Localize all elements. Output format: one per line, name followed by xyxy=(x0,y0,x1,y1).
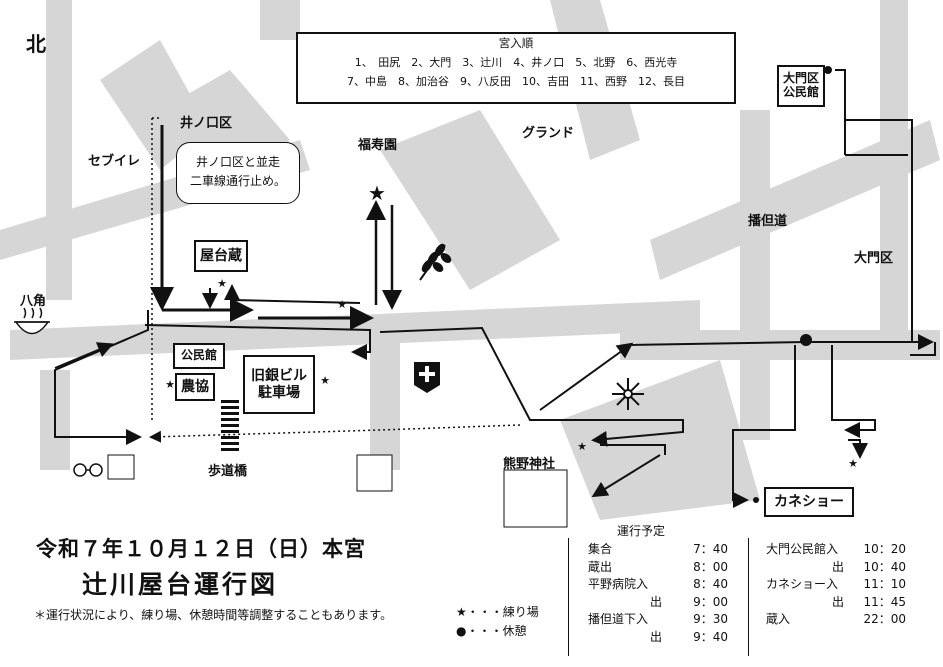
schedule-time: 8：40 xyxy=(693,577,728,591)
star-fukujuen: ★ xyxy=(368,181,386,205)
schedule-label: 播但道下入 xyxy=(588,612,649,626)
label-kumano: 熊野神社 xyxy=(503,457,556,472)
schedule-time: 22：00 xyxy=(863,612,906,626)
schedule-label: 平野病院入 xyxy=(588,577,649,591)
schedule-time: 9：30 xyxy=(693,612,728,626)
schedule-row: 集合 7：40 xyxy=(588,541,728,559)
rest-spots xyxy=(753,66,832,503)
lane-closure-callout: 井ノ口区と並走 二車線通行止め。 xyxy=(176,142,300,204)
route-lines xyxy=(54,69,936,508)
schedule-time: 7：40 xyxy=(693,542,728,556)
schedule-row: 播但道下入 9：30 xyxy=(588,611,728,629)
schedule-row: 蔵出 8：00 xyxy=(588,559,728,577)
schedule-label: 出 xyxy=(650,629,663,644)
label-hodokyo: 歩道橋 xyxy=(208,464,248,479)
schedule-label: 蔵入 xyxy=(766,612,791,626)
schedule-time: 10：20 xyxy=(863,542,906,556)
legend-dot-icon: ● xyxy=(456,624,467,638)
star-fukujuen-low: ★ xyxy=(337,298,347,311)
practice-spots: ★ ★ ★ ★ ★ ★ ★ xyxy=(165,181,858,470)
star-kumano: ★ xyxy=(577,440,587,453)
legend-dot-text: ・・・休憩 xyxy=(466,624,527,638)
map-title: 辻川屋台運行図 xyxy=(82,570,279,599)
legend-star-text: ・・・練り場 xyxy=(466,605,539,619)
star-ginko: ★ xyxy=(320,374,330,387)
hospital-icon xyxy=(414,362,440,393)
entry-order-box: 宮入順 1、 田尻 2、大門 3、辻川 4、井ノ口 5、北野 6、西光寺 7、中… xyxy=(296,32,736,104)
dot-kaneshow xyxy=(753,497,759,503)
footnote: ＊運行状況により、練り場、休憩時間等調整することもあります。 xyxy=(34,608,393,622)
label-fukujuen: 福寿園 xyxy=(358,138,398,153)
north-label: 北 xyxy=(26,32,46,56)
schedule-row: 出 9：00 xyxy=(588,594,728,612)
schedule-right: 大門公民館入 10：20 出 10：40 カネショー入 11：10 出 11：45 蔵入… xyxy=(766,541,906,629)
schedule-row: 大門公民館入 10：20 xyxy=(766,541,906,559)
label-daimon: 大門区 xyxy=(854,251,894,266)
schedule-row: 平野病院入 8：40 xyxy=(588,576,728,594)
legend-star: ★・・・練り場 xyxy=(456,603,539,620)
legend-star-icon: ★ xyxy=(456,605,467,619)
box-ginko: 旧銀ビル駐車場 xyxy=(243,355,315,414)
label-inokuchi: 井ノ口区 xyxy=(180,116,233,131)
schedule-title: 運行予定 xyxy=(617,524,666,538)
callout-line1: 井ノ口区と並走 xyxy=(195,155,280,169)
label-ground: グランド xyxy=(522,126,575,141)
temple-icon xyxy=(612,378,644,410)
schedule-label: 集合 xyxy=(588,542,613,556)
callout-line2: 二車線通行止め。 xyxy=(189,174,286,188)
pedestrian-bridge xyxy=(221,400,239,451)
wheat-icon xyxy=(419,243,452,281)
schedule-time: 8：00 xyxy=(693,559,728,574)
box-yataigura: 屋台蔵 xyxy=(194,240,248,272)
star-yataigura: ★ xyxy=(217,277,227,290)
box-nokyo: 農協 xyxy=(175,373,215,401)
schedule-row: 出 11：45 xyxy=(766,594,906,612)
entry-order-title: 宮入順 xyxy=(498,36,534,50)
entry-order-line1: 1、 田尻 2、大門 3、辻川 4、井ノ口 5、北野 6、西光寺 xyxy=(354,56,678,69)
star-nokyo: ★ xyxy=(165,378,175,391)
ramen-bowl-icon xyxy=(14,307,50,335)
label-seven: セブイレ xyxy=(88,154,141,169)
label-hakkaku: 八角 xyxy=(20,294,47,309)
schedule-label: 蔵出 xyxy=(588,559,613,574)
schedule-label: 出 xyxy=(832,559,845,574)
schedule-row: 出 9：40 xyxy=(588,629,728,647)
schedule-time: 9：40 xyxy=(693,629,728,644)
schedule-row: 出 10：40 xyxy=(766,559,906,577)
dot-bantan xyxy=(800,334,812,346)
event-date: 令和７年１０月１２日（日）本宮 xyxy=(36,537,366,561)
entry-order-line2: 7、中島 8、加治谷 9、八反田 10、吉田 11、西野 12、長目 xyxy=(347,75,685,88)
glasses-icon xyxy=(73,463,103,477)
schedule-label: 出 xyxy=(650,594,663,609)
legend-dot: ●・・・休憩 xyxy=(456,622,527,639)
schedule-time: 9：00 xyxy=(693,594,728,609)
dot-daimon-kominkan xyxy=(824,66,832,74)
schedule-time: 10：40 xyxy=(863,559,906,574)
schedule-label: カネショー入 xyxy=(766,577,839,591)
box-daimon-kominkan: 大門区公民館 xyxy=(777,65,825,107)
landmark-squares xyxy=(107,454,568,528)
schedule-row: 蔵入 22：00 xyxy=(766,611,906,629)
schedule-time: 11：45 xyxy=(863,594,906,609)
schedule-divider-mid xyxy=(748,538,749,656)
schedule-divider-left xyxy=(568,538,569,656)
schedule-label: 大門公民館入 xyxy=(766,542,839,556)
box-kaneshow: カネショー xyxy=(764,487,854,517)
star-daimon: ★ xyxy=(848,457,858,470)
label-bantan: 播但道 xyxy=(748,214,788,229)
box-kominkan: 公民館 xyxy=(173,343,225,369)
schedule-row: カネショー入 11：10 xyxy=(766,576,906,594)
schedule-time: 11：10 xyxy=(863,577,906,591)
schedule-label: 出 xyxy=(832,594,845,609)
